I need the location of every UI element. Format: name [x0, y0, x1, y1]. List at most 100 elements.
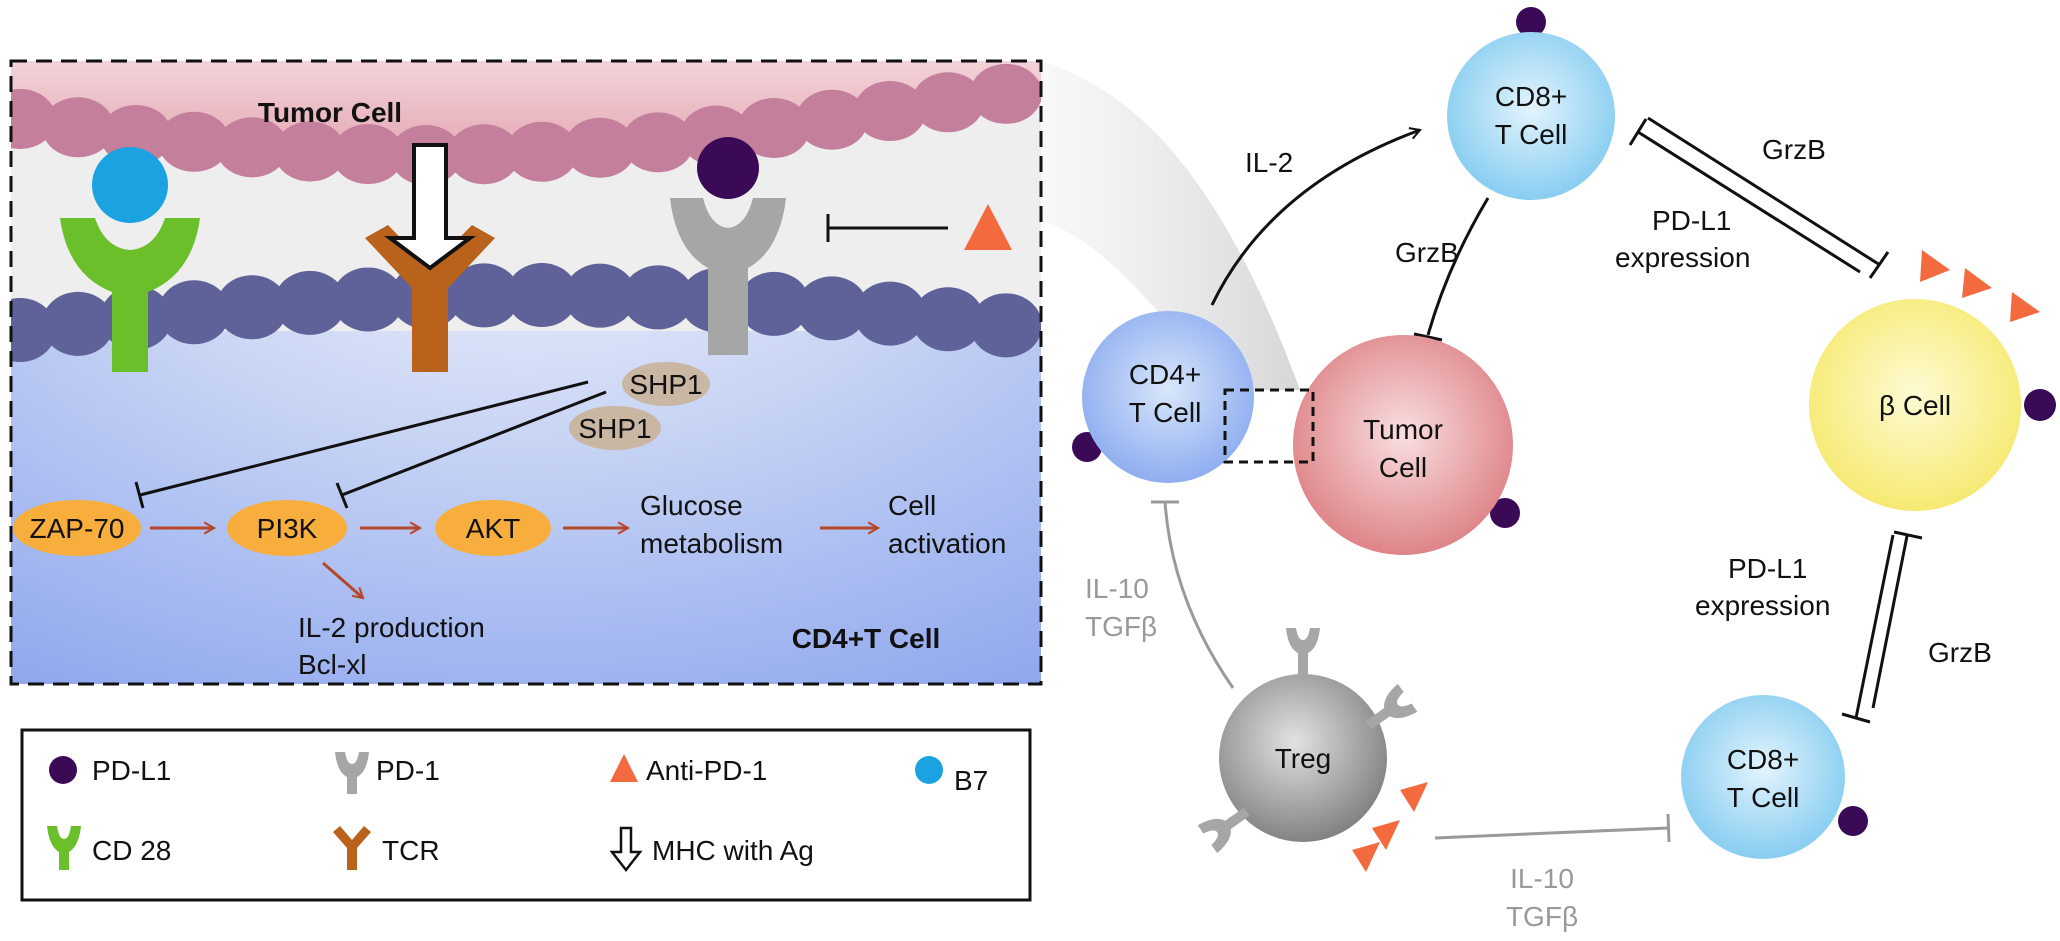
- treg-receptor-right: [1365, 683, 1418, 730]
- tcell-membrane-bead: [970, 293, 1041, 358]
- cd8-grzb-to-beta-bottom: [1871, 535, 1909, 709]
- beta-pdl1-to-cd8: [1637, 130, 1861, 274]
- cd8-top-pdl1: [1516, 7, 1546, 37]
- anti-pd1-beta-2: [1962, 268, 1992, 298]
- cd8-grzb-to-beta: [1647, 116, 1881, 267]
- glucose-metabolism-line1: Glucose: [640, 490, 743, 521]
- cd4-line1: CD4+: [1129, 359, 1201, 390]
- tcell-membrane-bead: [796, 276, 868, 341]
- cd8-bottom-pdl1: [1838, 806, 1868, 836]
- beta-pdl1-to-cd8-bottom: [1854, 534, 1895, 719]
- legend-tcr-swatch: [333, 826, 371, 870]
- shp1-label-2: SHP1: [578, 413, 651, 444]
- legend-b7-label: B7: [954, 765, 988, 796]
- cd8-top-line1: CD8+: [1495, 81, 1567, 112]
- tcell-membrane-bead: [448, 263, 520, 328]
- anti-pd1-treg-2: [1372, 820, 1400, 850]
- legend-anti-pd1-label: Anti-PD-1: [646, 755, 767, 786]
- tumor-cell: [1293, 335, 1513, 555]
- legend-cd28-swatch: [47, 826, 81, 870]
- cell-activation-line2: activation: [888, 528, 1006, 559]
- akt-node: [435, 500, 551, 556]
- zoom-beam: [1041, 61, 1300, 390]
- treg-label: Treg: [1275, 743, 1332, 774]
- zap70-label: ZAP-70: [30, 513, 125, 544]
- treg-receptor-top: [1286, 628, 1320, 676]
- legend-tcr-label: TCR: [382, 835, 440, 866]
- legend-pd1-swatch: [335, 752, 369, 794]
- legend-pdl1-swatch: [49, 756, 77, 784]
- anti-pd1-treg-1: [1400, 782, 1428, 812]
- il10-bottom-line2: TGFβ: [1506, 901, 1578, 932]
- cd4-to-cd8-il2-arrow: [1210, 127, 1422, 306]
- cd8-grzb-to-beta-bottom-bar: [1893, 530, 1923, 540]
- tcell-membrane-bead: [912, 287, 984, 352]
- inset-border: [9, 59, 1043, 686]
- legend-mhc-label: MHC with Ag: [652, 835, 814, 866]
- shp1-inhibits-zap70-bar: [134, 481, 145, 509]
- pi3k-label: PI3K: [257, 513, 318, 544]
- legend-pd1-label: PD-1: [376, 755, 440, 786]
- shp1-label-1: SHP1: [629, 369, 702, 400]
- il10-left-line2: TGFβ: [1085, 611, 1157, 642]
- contact-zoom-box: [1223, 388, 1315, 464]
- legend-mhc-swatch: [609, 826, 643, 873]
- cd8-top-cell: [1447, 32, 1615, 200]
- cd28-receptor: [60, 218, 200, 372]
- tcell-membrane-bead: [506, 263, 578, 328]
- anti-pd1-treg-3: [1352, 842, 1380, 872]
- treg-inhibits-cd8-bottom-bar: [1666, 813, 1671, 843]
- beta-pdl1-to-cd8-bar: [1628, 118, 1648, 146]
- inset-panel: [11, 61, 1041, 684]
- tumor-membrane-bead: [854, 81, 926, 142]
- tcell-membrane-bead: [738, 271, 810, 336]
- il2-production-line2: Bcl-xl: [298, 649, 366, 680]
- grzb-bottom-right-label: GrzB: [1928, 637, 1992, 668]
- tumor-membrane-bead: [448, 124, 520, 185]
- mhc-antigen-arrow: [384, 143, 476, 271]
- cd8-bottom-line1: CD8+: [1727, 744, 1799, 775]
- shp1-inhibits-pi3k: [341, 390, 607, 497]
- cd4-line2: T Cell: [1129, 397, 1202, 428]
- tcell-membrane-bead: [854, 281, 926, 346]
- tumor-membrane-bead: [274, 121, 346, 182]
- anti-pd1-beta-1: [1920, 250, 1950, 282]
- legend-pdl1-label: PD-L1: [92, 755, 171, 786]
- tcell-membrane-bead: [274, 270, 346, 335]
- tumor-line1: Tumor: [1363, 414, 1443, 445]
- glucose-metabolism-line2: metabolism: [640, 528, 783, 559]
- tcell-membrane-bead: [42, 291, 114, 356]
- b7-ligand: [92, 147, 168, 223]
- tcr-receptor: [365, 225, 495, 372]
- il10-bottom-line1: IL-10: [1510, 863, 1574, 894]
- zap70-node: [13, 500, 141, 556]
- beta-pdl1: [2024, 389, 2056, 421]
- tumor-pdl1: [1490, 498, 1520, 528]
- shp1-inhibits-pi3k-bar: [335, 482, 349, 509]
- tumor-membrane-bead: [216, 117, 288, 178]
- cd8-grzb-to-beta-bar: [1868, 251, 1890, 279]
- pd1-receptor: [670, 198, 786, 355]
- tcell-membrane-bead: [158, 280, 230, 345]
- il2-production-line1: IL-2 production: [298, 612, 485, 643]
- pi3k-to-il2-arrow: [322, 561, 365, 600]
- tcell-membrane-bead: [564, 263, 636, 328]
- cd4-cell: [1082, 311, 1254, 483]
- shp1-inhibits-zap70: [139, 380, 589, 497]
- tcell-membrane-bead: [622, 265, 694, 330]
- tcell-membrane-bead: [216, 275, 288, 340]
- tumor-membrane-bead: [332, 124, 404, 185]
- legend-cd28-label: CD 28: [92, 835, 171, 866]
- anti-pd1-beta-3: [2010, 292, 2040, 322]
- grzb-center-label: GrzB: [1395, 237, 1459, 268]
- pdl1-expression-bottom-line1: PD-L1: [1728, 553, 1807, 584]
- cd4-t-cell-title: CD4+T Cell: [792, 623, 941, 654]
- legend-box: [20, 728, 1032, 902]
- legend-b7-swatch: [915, 756, 943, 784]
- tumor-line2: Cell: [1379, 452, 1427, 483]
- akt-label: AKT: [466, 513, 520, 544]
- shp1-node-1: [622, 362, 710, 406]
- tumor-membrane-bead: [42, 97, 114, 158]
- beta-cell-label: β Cell: [1879, 390, 1951, 421]
